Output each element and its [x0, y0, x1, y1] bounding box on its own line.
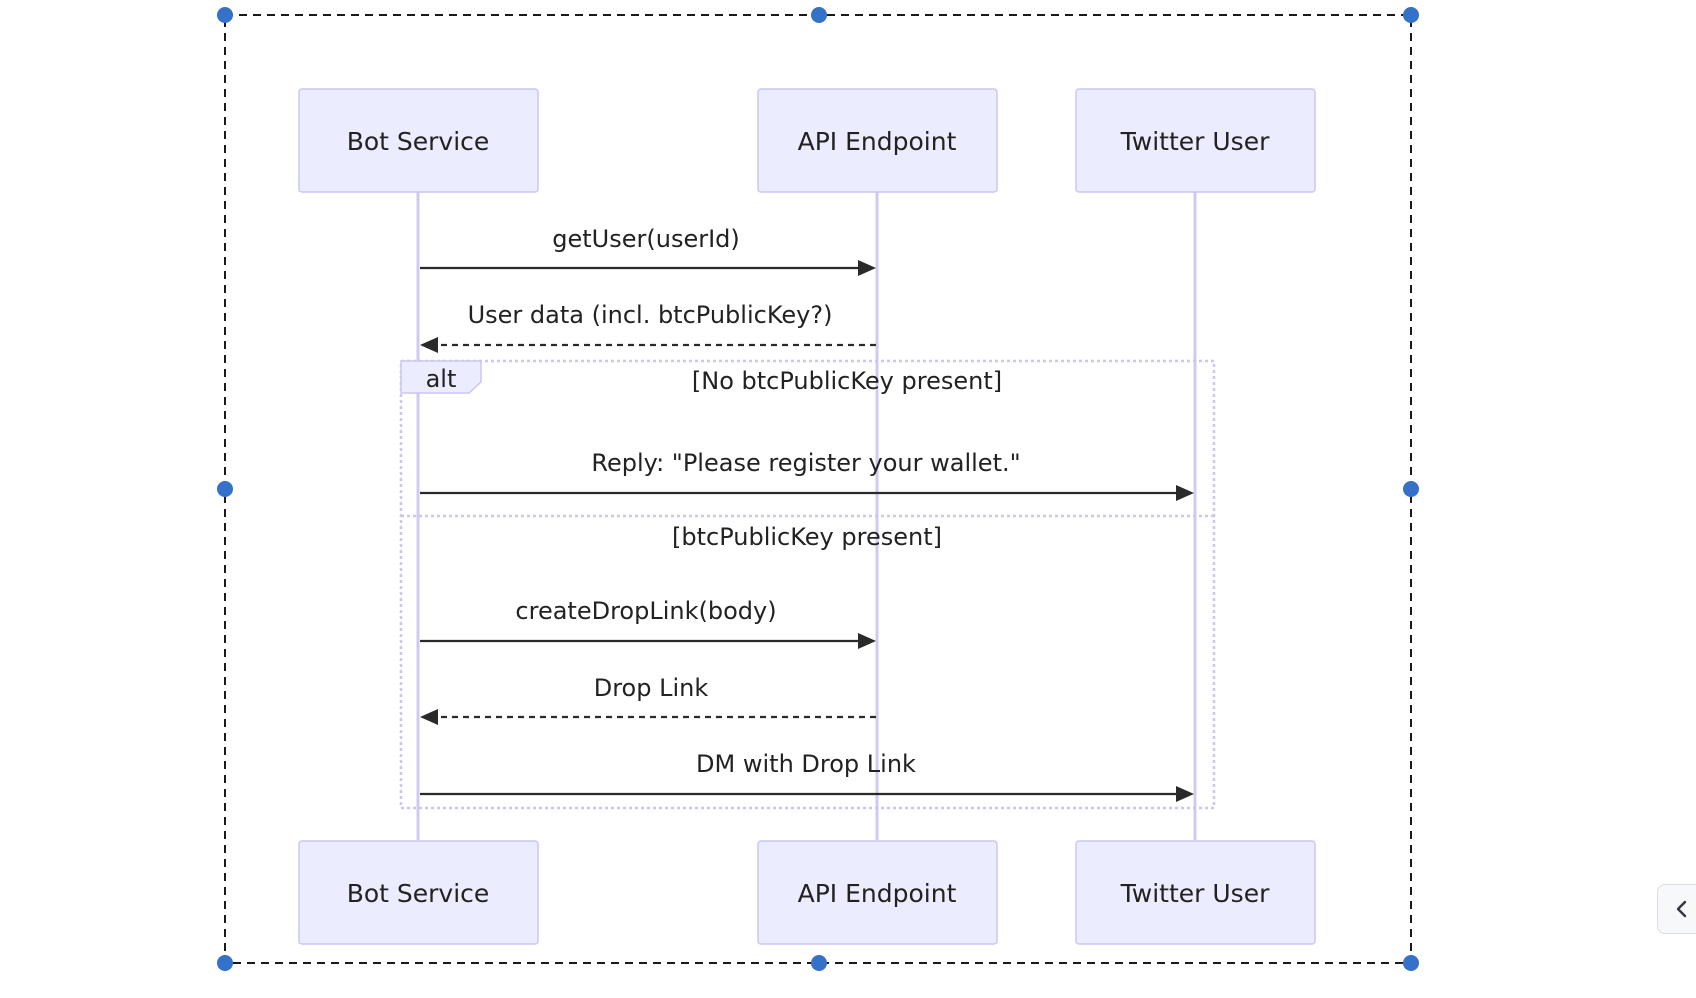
- alt-fragment: alt [No btcPublicKey present] [btcPublic…: [399, 359, 1216, 810]
- alt-label-box: [400, 360, 482, 394]
- actor-bottom-api-endpoint[interactable]: API Endpoint: [757, 840, 998, 945]
- message-label: getUser(userId): [552, 225, 740, 253]
- resize-handle-bottom-left[interactable]: [217, 955, 233, 971]
- actor-label: API Endpoint: [798, 879, 957, 908]
- message-label: DM with Drop Link: [696, 750, 916, 778]
- sidebar-toggle-button[interactable]: [1657, 884, 1696, 934]
- message-get-user: getUser(userId): [420, 225, 876, 276]
- actor-label: Bot Service: [347, 879, 490, 908]
- message-label: Reply: "Please register your wallet.": [591, 449, 1020, 477]
- actor-bottom-twitter-user[interactable]: Twitter User: [1075, 840, 1316, 945]
- message-create-drop-link: createDropLink(body): [420, 597, 876, 649]
- alt-condition-2: [btcPublicKey present]: [672, 523, 942, 551]
- message-label: Drop Link: [594, 674, 709, 702]
- chevron-left-icon: [1674, 899, 1688, 919]
- message-user-data: User data (incl. btcPublicKey?): [420, 301, 876, 353]
- resize-handle-bottom-right[interactable]: [1403, 955, 1419, 971]
- alt-box: [399, 359, 1216, 810]
- resize-handle-middle-right[interactable]: [1403, 481, 1419, 497]
- actor-bottom-bot-service[interactable]: Bot Service: [298, 840, 539, 945]
- message-label: createDropLink(body): [515, 597, 776, 625]
- alt-label: alt: [426, 365, 457, 393]
- message-drop-link-return: Drop Link: [420, 674, 876, 725]
- resize-handle-middle-left[interactable]: [217, 481, 233, 497]
- message-dm-drop-link: DM with Drop Link: [420, 750, 1194, 802]
- resize-handle-bottom-center[interactable]: [811, 955, 827, 971]
- resize-handle-top-center[interactable]: [811, 7, 827, 23]
- actor-top-twitter-user[interactable]: Twitter User: [1075, 88, 1316, 193]
- alt-condition-1: [No btcPublicKey present]: [692, 367, 1002, 395]
- actor-top-api-endpoint[interactable]: API Endpoint: [757, 88, 998, 193]
- actor-label: Bot Service: [347, 127, 490, 156]
- actor-label: Twitter User: [1120, 127, 1270, 156]
- message-label: User data (incl. btcPublicKey?): [468, 301, 833, 329]
- actor-top-bot-service[interactable]: Bot Service: [298, 88, 539, 193]
- actor-label: API Endpoint: [798, 127, 957, 156]
- message-register-reply: Reply: "Please register your wallet.": [420, 449, 1194, 501]
- resize-handle-top-left[interactable]: [217, 7, 233, 23]
- resize-handle-top-right[interactable]: [1403, 7, 1419, 23]
- actor-label: Twitter User: [1120, 879, 1270, 908]
